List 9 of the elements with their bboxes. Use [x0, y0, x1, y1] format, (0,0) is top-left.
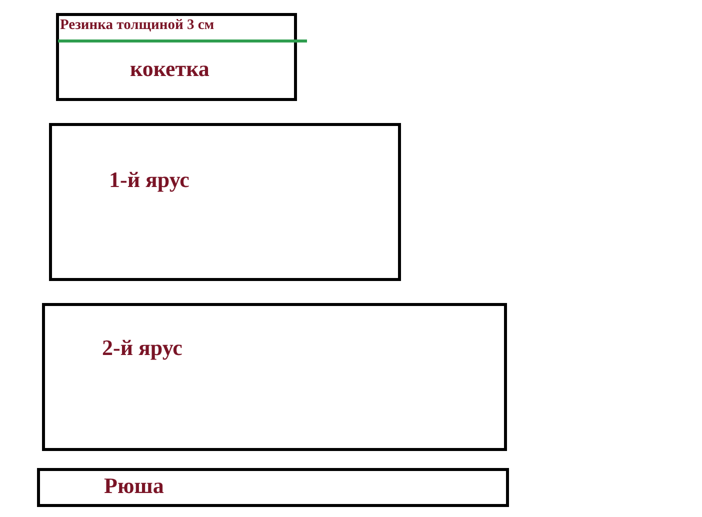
piece-label: 1-й ярус [109, 169, 190, 191]
pattern-piece [56, 13, 297, 101]
pattern-piece [37, 468, 509, 507]
piece-label: Рюша [104, 475, 164, 497]
elastic-note: Резинка толщиной 3 см [60, 18, 214, 32]
pattern-piece [49, 123, 401, 281]
piece-label: 2-й ярус [102, 337, 182, 359]
piece-label: кокетка [130, 58, 210, 80]
pattern-piece [42, 303, 507, 451]
